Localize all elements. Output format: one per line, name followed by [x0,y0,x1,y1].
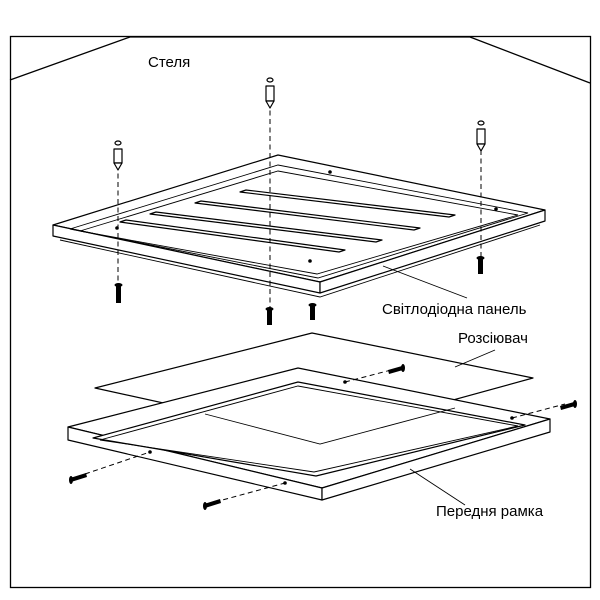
front-frame-label: Передня рамка [436,503,544,520]
leader-lines [382,265,496,506]
screw-right [476,256,485,274]
alignment-lines [84,102,566,503]
led-strips [119,189,456,253]
screw-center-2 [308,303,317,320]
front-frame [67,367,551,501]
frame-screw-back [388,364,405,374]
frame-screw-left [69,473,87,484]
frame-screw-right [560,400,577,410]
led-panel [52,154,546,298]
wall-anchor-left [113,140,123,171]
ceiling-outline [9,36,591,84]
wall-anchor-center [265,77,275,109]
frame-screw-front [203,499,221,510]
screw-left [114,283,123,303]
led-panel-label: Світлодіодна панель [382,301,527,318]
diffuser-label: Розсіювач [458,330,528,347]
ceiling-label: Стеля [148,54,190,71]
screw-center [265,307,274,325]
wall-anchor-right [476,120,486,152]
